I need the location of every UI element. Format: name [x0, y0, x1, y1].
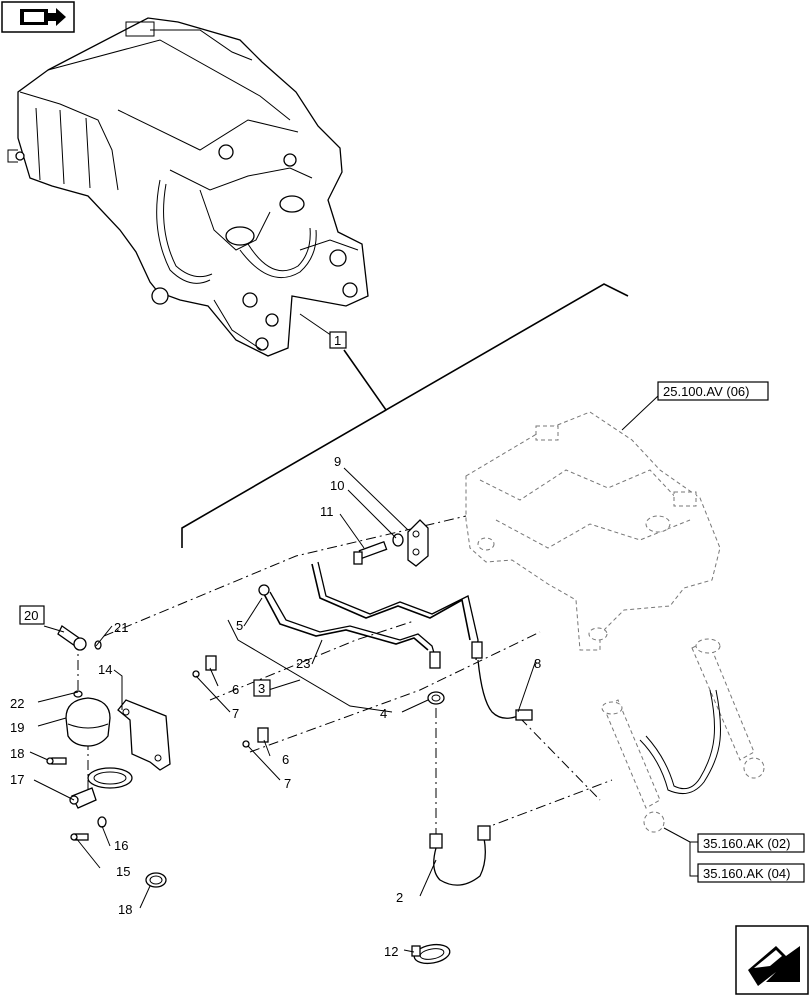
bolt-18a: [46, 757, 67, 765]
clamp-9: [407, 519, 429, 567]
bolt-15: [70, 833, 89, 841]
callout-15: 15: [116, 864, 130, 879]
callout-8: 8: [534, 656, 541, 671]
callout-6b: 6: [282, 752, 289, 767]
callout-5: 5: [236, 618, 243, 633]
bolt-11: [353, 540, 388, 565]
front-frame-ghost: [465, 411, 721, 651]
callout-11: 11: [320, 504, 334, 519]
sensor-20: [57, 625, 87, 651]
callout-17: 17: [10, 772, 24, 787]
ref-frame-text: 25.100.AV (06): [663, 384, 749, 399]
callout-20: 20: [24, 608, 38, 623]
accumulator-19: [65, 697, 111, 747]
clip-18b: [145, 872, 167, 888]
callout-4: 4: [380, 706, 387, 721]
callout-9: 9: [334, 454, 341, 469]
clamp-17: [69, 767, 133, 809]
callout-1-label: 1: [334, 333, 341, 348]
clip-12: [411, 943, 451, 965]
callout-10: 10: [330, 478, 344, 493]
o-ring-21: [94, 640, 102, 650]
callout-14: 14: [98, 662, 112, 677]
callout-7b: 7: [284, 776, 291, 791]
hose-8: [477, 659, 533, 721]
ref-cyl-b-text: 35.160.AK (04): [703, 866, 790, 881]
ref-cyl-a-text: 35.160.AK (02): [703, 836, 790, 851]
callout-7a: 7: [232, 706, 239, 721]
callout-18a: 18: [10, 746, 24, 761]
o-ring-4: [427, 691, 445, 705]
callout-19: 19: [10, 720, 24, 735]
steering-cylinders-ghost: [601, 638, 765, 833]
callout-12: 12: [384, 944, 398, 959]
next-page-arrow-icon[interactable]: [735, 925, 809, 995]
assembly-lines: [77, 515, 613, 836]
callout-18b: 18: [118, 902, 132, 917]
ref-cylinder-labels[interactable]: 35.160.AK (02) 35.160.AK (04): [663, 827, 805, 883]
hydraulic-pipes: [258, 561, 483, 669]
callout-3-box: 3: [253, 679, 271, 697]
callout-16: 16: [114, 838, 128, 853]
callout-21: 21: [114, 620, 128, 635]
callout-labels: 9 10 11 5 23 8 4 6 7 6 7 2 12 21 22 19 1…: [10, 454, 541, 959]
washer-16: [97, 816, 107, 828]
callout-3: 3: [258, 681, 265, 696]
book-arrow-icon[interactable]: [1, 1, 75, 33]
bracket-14: [117, 699, 171, 771]
callout-20-box: 20: [19, 605, 45, 625]
fitting-6b: [242, 727, 269, 748]
hose-2: [429, 825, 491, 886]
callout-22: 22: [10, 696, 24, 711]
callout-6a: 6: [232, 682, 239, 697]
callout-1: 1: [181, 283, 629, 548]
callout-2: 2: [396, 890, 403, 905]
callout-23: 23: [296, 656, 310, 671]
ref-frame-label[interactable]: 25.100.AV (06): [621, 381, 769, 431]
o-ring-22: [73, 690, 83, 698]
fitting-6a: [192, 655, 217, 678]
front-axle-support-assembly: [7, 17, 369, 357]
